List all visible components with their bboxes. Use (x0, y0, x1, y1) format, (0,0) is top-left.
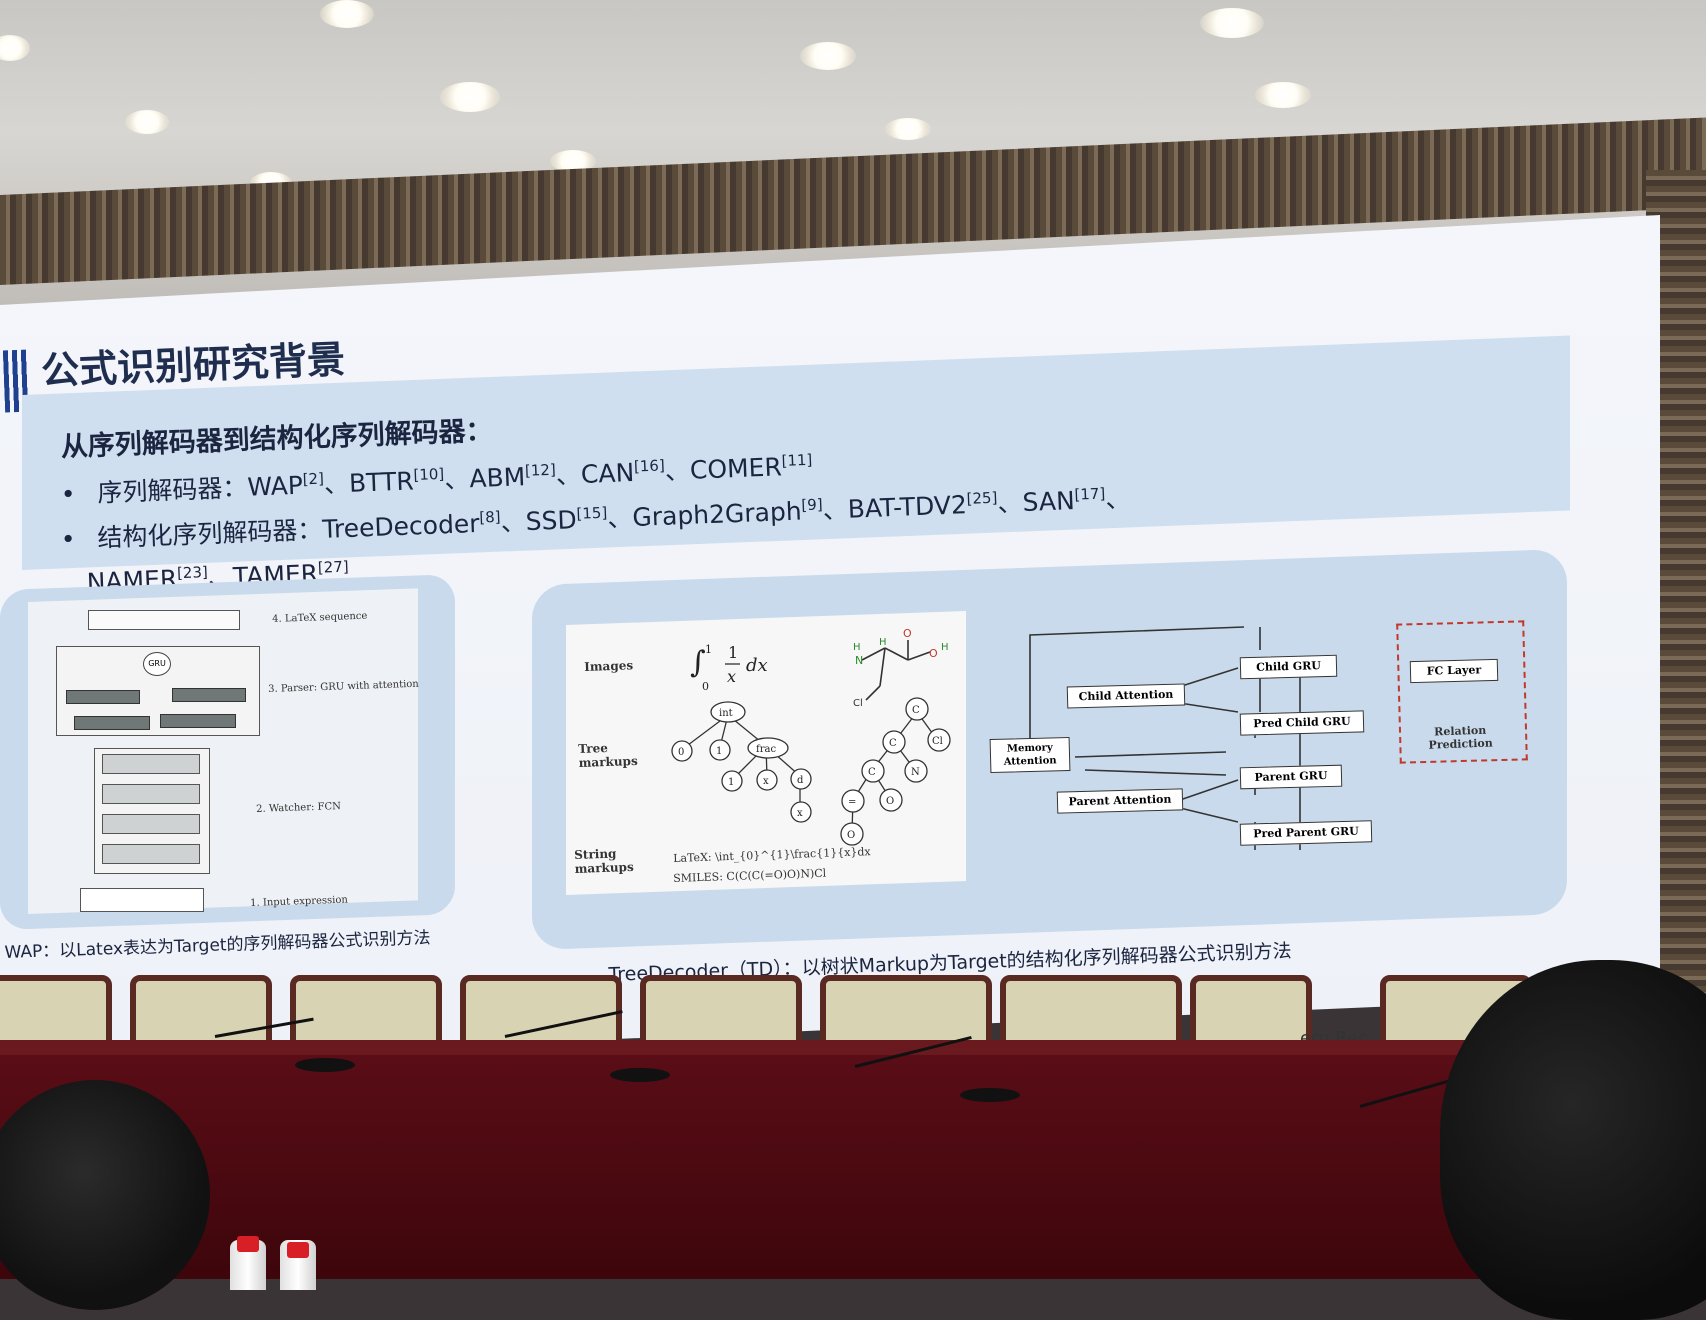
gru-node: GRU (143, 652, 171, 676)
svg-text:frac: frac (756, 744, 776, 755)
svg-text:C: C (889, 738, 897, 749)
audience-head (0, 1080, 210, 1310)
child-attention-label: Child Attention (1078, 687, 1174, 704)
svg-text:Cl: Cl (853, 698, 863, 709)
svg-text:H: H (941, 642, 949, 653)
ceiling-light (1200, 8, 1264, 38)
latex-sequence-strip (88, 610, 240, 630)
svg-text:1: 1 (728, 777, 734, 788)
relation-prediction-label: Relation Prediction (1428, 723, 1493, 752)
microphone-base (960, 1088, 1020, 1102)
svg-text:x: x (727, 667, 736, 686)
molecule-image (861, 640, 931, 701)
ceiling-light (550, 150, 596, 172)
svg-text:N: N (855, 654, 863, 667)
svg-text:C: C (912, 705, 920, 716)
molecule-tree (840, 697, 951, 846)
ceiling-light (440, 82, 500, 112)
svg-text:x: x (763, 776, 769, 787)
svg-text:H: H (853, 642, 861, 653)
ceiling-light (885, 118, 931, 140)
svg-text:x: x (797, 808, 803, 819)
feature-bar (66, 690, 140, 704)
ceiling-light (800, 42, 856, 70)
child-gru-box: Child GRU (1239, 654, 1338, 680)
feature-bar (160, 714, 236, 728)
svg-text:1: 1 (705, 643, 712, 656)
cnn-block (102, 784, 200, 804)
svg-text:O: O (929, 647, 938, 660)
gru-label: GRU (148, 659, 166, 668)
microphone-base (295, 1058, 355, 1072)
audience-head (1440, 960, 1706, 1320)
feature-bar (74, 716, 150, 730)
node-int: int (719, 708, 733, 719)
parent-gru-label: Parent GRU (1254, 769, 1328, 784)
ceiling-light (1255, 82, 1311, 108)
pred-child-gru-label: Pred Child GRU (1253, 714, 1351, 731)
parent-attention-label: Parent Attention (1068, 792, 1172, 809)
svg-text:1: 1 (728, 643, 738, 662)
svg-text:N: N (911, 767, 920, 778)
svg-text:∫: ∫ (690, 645, 706, 680)
svg-text:H: H (879, 637, 887, 648)
svg-text:O: O (847, 830, 855, 841)
svg-text:dx: dx (746, 655, 768, 676)
parent-attention-box: Parent Attention (1056, 788, 1184, 814)
svg-text:O: O (886, 796, 894, 807)
child-attention-box: Child Attention (1066, 683, 1186, 709)
pred-child-gru-box: Pred Child GRU (1239, 710, 1365, 736)
formula-tree (671, 701, 812, 823)
child-gru-label: Child GRU (1255, 659, 1322, 674)
svg-text:C: C (868, 767, 876, 778)
bottle-cap (287, 1242, 309, 1258)
microphone-base (610, 1068, 670, 1082)
memory-attention-label: Memory Attention (1003, 742, 1057, 768)
pred-parent-gru-box: Pred Parent GRU (1239, 820, 1373, 846)
parent-gru-box: Parent GRU (1239, 764, 1343, 790)
cnn-block (102, 844, 200, 864)
cnn-block (102, 814, 200, 834)
fc-layer-label: FC Layer (1426, 663, 1482, 678)
ceiling-light (125, 110, 169, 134)
cnn-block (102, 754, 200, 774)
svg-text:0: 0 (678, 747, 684, 758)
integral-image: ∫ 1 0 1 x dx (690, 643, 768, 693)
ceiling-light (320, 0, 374, 28)
svg-text:0: 0 (702, 680, 709, 693)
svg-text:=: = (848, 797, 856, 808)
fc-layer-box: FC Layer (1409, 658, 1499, 684)
feature-bar (172, 688, 246, 702)
bottle-cap (237, 1236, 259, 1252)
svg-text:Cl: Cl (932, 736, 943, 747)
pred-parent-gru-label: Pred Parent GRU (1253, 824, 1359, 841)
svg-text:O: O (903, 627, 912, 640)
svg-text:1: 1 (716, 746, 722, 757)
memory-attention-box: Memory Attention (989, 736, 1071, 774)
svg-text:d: d (797, 775, 804, 786)
input-expression-box (80, 888, 204, 912)
